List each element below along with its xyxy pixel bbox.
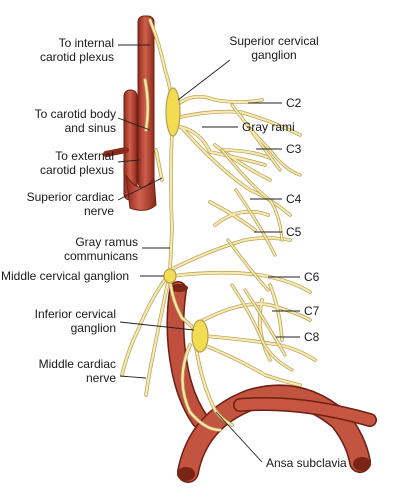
leader-lines xyxy=(117,44,300,463)
subclavian-arteries xyxy=(166,281,377,483)
label-c2: C2 xyxy=(286,96,302,110)
label-c8: C8 xyxy=(304,330,320,344)
label-to-internal-carotid: To internal carotid plexus xyxy=(39,36,114,64)
label-inferior-cervical-ganglion: Inferior cervical ganglion xyxy=(34,307,116,335)
middle-cervical-ganglion-shape xyxy=(163,268,177,284)
ganglia xyxy=(163,87,209,353)
label-c5: C5 xyxy=(286,225,302,239)
label-c6: C6 xyxy=(304,270,320,284)
label-superior-cardiac-nerve: Superior cardiac nerve xyxy=(26,190,114,218)
label-c3: C3 xyxy=(286,142,302,156)
label-c7: C7 xyxy=(304,304,320,318)
label-middle-cardiac-nerve: Middle cardiac nerve xyxy=(38,357,116,385)
label-c4: C4 xyxy=(286,192,302,206)
label-to-external-carotid: To external carotid plexus xyxy=(39,149,114,177)
superior-cervical-ganglion-shape xyxy=(165,87,181,137)
label-gray-ramus-communicans: Gray ramus communicans xyxy=(63,235,138,263)
label-gray-rami: Gray rami xyxy=(242,120,295,134)
label-middle-cervical-ganglion: Middle cervical ganglion xyxy=(1,269,130,283)
label-to-carotid-body: To carotid body and sinus xyxy=(34,107,116,135)
inferior-cervical-ganglion-shape xyxy=(191,319,209,353)
label-superior-cervical-ganglion: Superior cervical ganglion xyxy=(229,34,319,62)
label-ansa-subclavia: Ansa subclavia xyxy=(266,456,347,470)
